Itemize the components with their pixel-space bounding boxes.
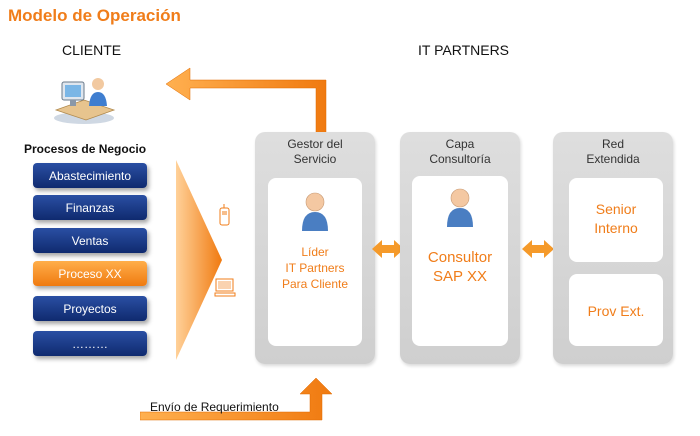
red-box-senior[interactable] — [569, 178, 663, 262]
capa-role-line1: Consultor — [427, 249, 493, 266]
capa-role-line2: SAP XX — [433, 268, 487, 285]
bidirectional-arrow-icon — [372, 240, 404, 258]
diagram-title: Modelo de Operación — [8, 6, 181, 25]
phone-icon — [219, 204, 230, 226]
red-box-prov[interactable] — [569, 274, 663, 346]
red-senior-text: Senior Interno — [569, 200, 663, 238]
red-senior-line1: Senior — [595, 201, 637, 217]
client-computer-user-icon — [54, 78, 116, 124]
process-proyectos[interactable]: Proyectos — [33, 296, 147, 321]
process-finanzas[interactable]: Finanzas — [33, 195, 147, 220]
panel-capa-title: Capa Consultoría — [400, 137, 520, 167]
panel-red-title-line2: Extendida — [586, 152, 640, 166]
return-arrow-icon — [165, 67, 327, 141]
gestor-role-line1: Líder — [301, 245, 329, 259]
gestor-role-text: Líder IT Partners Para Cliente — [268, 244, 362, 292]
partners-header: IT PARTNERS — [418, 42, 510, 58]
panel-red-title: Red Extendida — [553, 137, 673, 167]
gestor-role-line2: IT Partners — [285, 261, 345, 275]
capa-role-text: Consultor SAP XX — [412, 248, 508, 286]
panel-gestor-title-line2: Servicio — [293, 152, 337, 166]
red-prov-text: Prov Ext. — [587, 303, 645, 319]
panel-gestor-title: Gestor del Servicio — [255, 137, 375, 167]
process-more[interactable]: ……… — [33, 331, 147, 356]
consultant-person-icon — [447, 188, 473, 227]
user-person-icon — [302, 192, 328, 231]
bidirectional-arrow-icon-2 — [522, 240, 554, 258]
requirement-arrow-icon — [140, 377, 333, 421]
flow-triangle-arrow — [176, 160, 222, 360]
computer-icon — [214, 278, 236, 297]
process-ventas[interactable]: Ventas — [33, 228, 147, 253]
processes-title: Procesos de Negocio — [24, 142, 147, 156]
panel-red-title-line1: Red — [601, 137, 624, 151]
client-header: CLIENTE — [62, 42, 122, 58]
process-abastecimiento[interactable]: Abastecimiento — [33, 163, 147, 188]
panel-capa-title-line1: Capa — [445, 137, 475, 151]
requirement-label: Envío de Requerimiento — [150, 400, 279, 414]
red-senior-line2: Interno — [594, 220, 638, 236]
panel-gestor-title-line1: Gestor del — [287, 137, 343, 151]
panel-capa-title-line2: Consultoría — [429, 152, 491, 166]
process-proceso-xx[interactable]: Proceso XX — [33, 261, 147, 286]
gestor-role-line3: Para Cliente — [281, 277, 349, 291]
